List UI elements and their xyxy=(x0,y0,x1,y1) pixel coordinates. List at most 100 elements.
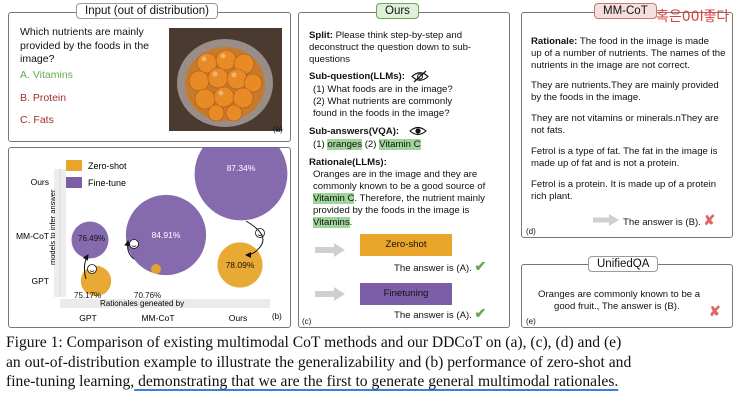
y-tick-label: MM-CoT xyxy=(16,231,49,241)
d-para: Fetrol is a protein. It is made up of a … xyxy=(531,179,717,190)
check-icon: ✔ xyxy=(474,258,487,274)
rat-end: . xyxy=(349,217,353,228)
y-axis-title: models to infer answer xyxy=(48,189,57,265)
y-tick-label: GPT xyxy=(32,276,49,286)
question-line: Which nutrients are mainly xyxy=(20,26,144,38)
suba-oranges: oranges xyxy=(327,139,363,150)
check-icon: ✔ xyxy=(474,305,487,321)
eye-slash-icon xyxy=(411,70,429,83)
bubble-value-label: 70.76% xyxy=(134,291,161,300)
panel-d-label: (d) xyxy=(526,227,536,236)
answer-text: The answer is (A). xyxy=(394,263,472,274)
answer-finetuning: The answer is (A). ✔ xyxy=(394,305,487,322)
panel-e-tag: UnifiedQA xyxy=(588,256,659,272)
legend-fine-tune: Fine-tune xyxy=(88,178,126,188)
arrow-right-icon xyxy=(593,214,619,226)
subq-line: found in the foods in the image? xyxy=(313,108,450,119)
d-rat-head: Rationale: xyxy=(531,36,578,47)
y-tick-label: Ours xyxy=(31,177,49,187)
legend-swatch-zero-shot xyxy=(66,160,82,171)
rat-head: Rationale(LLMs): xyxy=(309,157,387,168)
zero-shot-label: Zero-shot xyxy=(385,239,427,250)
cross-icon: ✘ xyxy=(703,212,716,228)
improvement-arrow xyxy=(245,220,264,258)
suba-vitamin-c: Vitamin C xyxy=(379,139,421,150)
panel-d-tag: MM-CoT xyxy=(594,3,657,19)
split-text: Please think step-by-step and xyxy=(335,30,463,41)
option-c: C. Fats xyxy=(20,114,54,126)
e-line: good fruit., The answer is (B). xyxy=(554,301,680,312)
x-tick-label: Ours xyxy=(229,313,247,323)
rat-vitamin-c: Vitamin C xyxy=(313,193,355,204)
handwritten-note: 혹은00l좋다 xyxy=(656,9,730,25)
bubble-zero-shot xyxy=(151,264,161,274)
answer-text: The answer is (B). xyxy=(623,217,701,228)
improvement-arrow xyxy=(124,240,135,260)
split-line-3: questions xyxy=(309,54,351,65)
panel-e xyxy=(521,264,733,328)
legend-zero-shot: Zero-shot xyxy=(88,161,127,171)
suba-line: (1) oranges (2) Vitamin C xyxy=(313,139,421,151)
d-para: made up of fat and is not a protein. xyxy=(531,158,680,169)
subq-line: (2) What nutrients are commonly xyxy=(313,96,453,107)
d-rat-line: nutrients in the image are not correct. xyxy=(531,60,690,71)
eye-icon xyxy=(409,126,427,136)
bubble-value-label: 76.49% xyxy=(78,234,105,243)
subq-head-text: Sub-question(LLMs): xyxy=(309,71,405,82)
rat-line: provided by the foods in the image is xyxy=(313,205,470,216)
rat-line: commonly known to be a good source of xyxy=(313,181,486,192)
panel-c xyxy=(298,12,510,328)
orange-bowl-image xyxy=(169,28,282,131)
panel-a-label: (a) xyxy=(273,125,283,134)
d-rat-line: up of a number of nutrients. The names o… xyxy=(531,48,726,59)
subq-line: (1) What foods are in the image? xyxy=(313,84,453,95)
panel-e-label: (e) xyxy=(526,317,536,326)
bubble-value-label: 75.17% xyxy=(74,291,101,300)
d-rat-line: Rationale: The food in the image is made xyxy=(531,36,709,48)
zero-shot-box: Zero-shot xyxy=(360,234,452,256)
caption-underlined: demonstrating that we are the first to g… xyxy=(134,373,619,390)
bubble-chart: 76.49%84.91%87.34%75.17%70.76%78.09% Zer… xyxy=(16,147,288,323)
question-line: image? xyxy=(20,53,55,65)
d-para: not fats. xyxy=(531,125,566,136)
answer-text: The answer is (A). xyxy=(394,310,472,321)
suba-mid: (2) xyxy=(362,139,380,150)
legend-swatch-fine-tune xyxy=(66,177,82,188)
panel-c-tag: Ours xyxy=(376,3,419,19)
d-para: by the foods in the image. xyxy=(531,92,641,103)
rat-after: . Therefore, the nutrient mainly xyxy=(354,193,485,204)
x-tick-label: GPT xyxy=(79,313,96,323)
option-b: B. Protein xyxy=(20,92,67,104)
caption-line: fine-tuning learning, demonstrating that… xyxy=(6,372,738,392)
x-tick-label: MM-CoT xyxy=(141,313,174,323)
answer-zero-shot: The answer is (A). ✔ xyxy=(394,258,487,275)
bubble-fine-tune xyxy=(125,194,207,276)
caption-line: Figure 1: Comparison of existing multimo… xyxy=(6,334,622,351)
panel-b-label: (b) xyxy=(272,312,282,321)
rat-line: Vitamins. xyxy=(313,217,352,229)
rat-line: Vitamin C. Therefore, the nutrient mainl… xyxy=(313,193,485,205)
smile-icon xyxy=(87,264,97,274)
question-text: Which nutrients are mainly provided by t… xyxy=(20,26,149,67)
option-a: A. Vitamins xyxy=(20,69,73,81)
bubble-value-label: 78.09% xyxy=(226,260,255,270)
bubble-fine-tune xyxy=(194,147,288,221)
bubble-zero-shot xyxy=(80,265,112,297)
arrow-right-icon xyxy=(315,287,345,301)
question-line: provided by the foods in the xyxy=(20,39,150,52)
finetuning-label: Finetuning xyxy=(383,288,429,299)
d-para: rich plant. xyxy=(531,191,573,202)
suba-head: Sub-answers(VQA): xyxy=(309,126,400,137)
improvement-arrow xyxy=(82,254,89,280)
bubble-fine-tune xyxy=(71,221,109,259)
figure-caption: Figure 1: Comparison of existing multimo… xyxy=(6,333,738,392)
finetuning-box: Finetuning xyxy=(360,283,452,305)
split-line-2: deconstruct the question down to sub- xyxy=(309,42,472,53)
x-axis-title: Rationales geneated by xyxy=(100,299,184,308)
panel-c-label: (c) xyxy=(302,317,312,326)
bubble-value-label: 87.34% xyxy=(227,163,256,173)
caption-plain: fine-tuning learning, xyxy=(6,373,135,390)
answer-d: The answer is (B). ✘ xyxy=(623,212,716,229)
smile-icon xyxy=(129,239,139,249)
arrow-right-icon xyxy=(315,243,345,257)
